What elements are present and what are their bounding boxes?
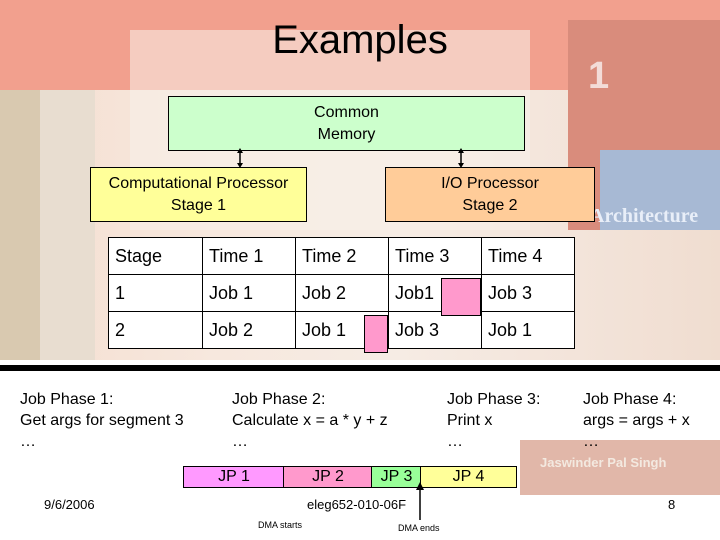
job-phase-1: Job Phase 1: Get args for segment 3 … xyxy=(20,389,184,452)
slide-title: Examples xyxy=(272,18,448,62)
common-memory-box: Common Memory xyxy=(168,96,525,151)
timeline-jp2: JP 2 xyxy=(283,466,373,488)
table-row: 2 Job 2 Job 1 Job 3 Job 1 xyxy=(108,311,575,349)
background-glyph: 1 xyxy=(588,55,610,97)
double-arrow-icon xyxy=(458,148,464,168)
io-label-line2: Stage 2 xyxy=(462,196,518,214)
phase-ellipsis: … xyxy=(447,433,463,450)
double-arrow-icon xyxy=(237,148,243,168)
dma-ends-label: DMA ends xyxy=(398,523,440,533)
table-cell: Job 2 xyxy=(295,274,389,312)
phase-title: Job Phase 3 xyxy=(447,391,536,408)
timeline-jp4: JP 4 xyxy=(420,466,517,488)
idle-slot-highlight xyxy=(441,278,481,316)
job-phase-2: Job Phase 2: Calculate x = a * y + z … xyxy=(232,389,388,452)
table-header-cell: Time 4 xyxy=(481,237,575,275)
table-row: 1 Job 1 Job 2 Job1 Job 3 xyxy=(108,274,575,312)
table-cell: Job 2 xyxy=(202,311,296,349)
phase-description: args = args + x xyxy=(583,412,690,429)
computational-processor-box: Computational Processor Stage 1 xyxy=(90,167,307,222)
background-column xyxy=(40,90,95,360)
job-phase-3: Job Phase 3: Print x … xyxy=(447,389,540,452)
slide-date: 9/6/2006 xyxy=(44,497,95,512)
job-phase-4: Job Phase 4: args = args + x … xyxy=(583,389,690,452)
table-cell: 2 xyxy=(108,311,203,349)
background-book-cover xyxy=(520,440,720,495)
phase-title: Job Phase 1: xyxy=(20,391,114,408)
phase-description: Calculate x = a * y + z xyxy=(232,412,388,429)
phase-ellipsis: … xyxy=(232,433,248,450)
table-header-cell: Time 2 xyxy=(295,237,389,275)
phase-description: Get args for segment 3 xyxy=(20,412,184,429)
phase-colon: : xyxy=(535,391,541,408)
table-cell: 1 xyxy=(108,274,203,312)
table-header-cell: Stage xyxy=(108,237,203,275)
divider-bar xyxy=(0,365,720,371)
slide-footer: eleg652-010-06F xyxy=(307,497,407,512)
phase-description: Print x xyxy=(447,412,493,429)
phase-title: Job Phase 4 xyxy=(583,391,672,408)
memory-label-line1: Common xyxy=(314,103,379,121)
dma-starts-label: DMA starts xyxy=(258,520,303,530)
io-processor-box: I/O Processor Stage 2 xyxy=(385,167,595,222)
background-text: Architecture xyxy=(590,205,699,227)
memory-label-line2: Memory xyxy=(317,125,376,143)
timeline-jp1: JP 1 xyxy=(183,466,285,488)
phase-ellipsis: … xyxy=(583,433,599,450)
cpu-label-line2: Stage 1 xyxy=(170,196,227,214)
table-cell: Job 3 xyxy=(481,274,575,312)
table-header-row: Stage Time 1 Time 2 Time 3 Time 4 xyxy=(108,237,575,275)
cpu-label-line1: Computational Processor xyxy=(108,174,289,192)
phase-title-row: Job Phase 4: xyxy=(583,389,690,410)
page-number: 8 xyxy=(668,497,676,512)
io-label-line1: I/O Processor xyxy=(441,174,539,192)
table-header-cell: Time 1 xyxy=(202,237,296,275)
dma-end-arrow-icon xyxy=(416,482,424,520)
background-text: Jaswinder Pal Singh xyxy=(540,455,667,470)
phase-colon: : xyxy=(671,391,677,408)
dma-slot-highlight xyxy=(364,315,388,353)
background-book-cover xyxy=(600,150,720,230)
phase-title: Job Phase 2: xyxy=(232,391,326,408)
schedule-table: Stage Time 1 Time 2 Time 3 Time 4 1 Job … xyxy=(108,237,575,349)
table-cell: Job 3 xyxy=(388,311,482,349)
background-column xyxy=(0,90,40,360)
table-cell: Job 1 xyxy=(202,274,296,312)
table-cell: Job 1 xyxy=(481,311,575,349)
table-header-cell: Time 3 xyxy=(388,237,482,275)
phase-title-row: Job Phase 3: xyxy=(447,389,540,410)
phase-ellipsis: … xyxy=(20,433,36,450)
